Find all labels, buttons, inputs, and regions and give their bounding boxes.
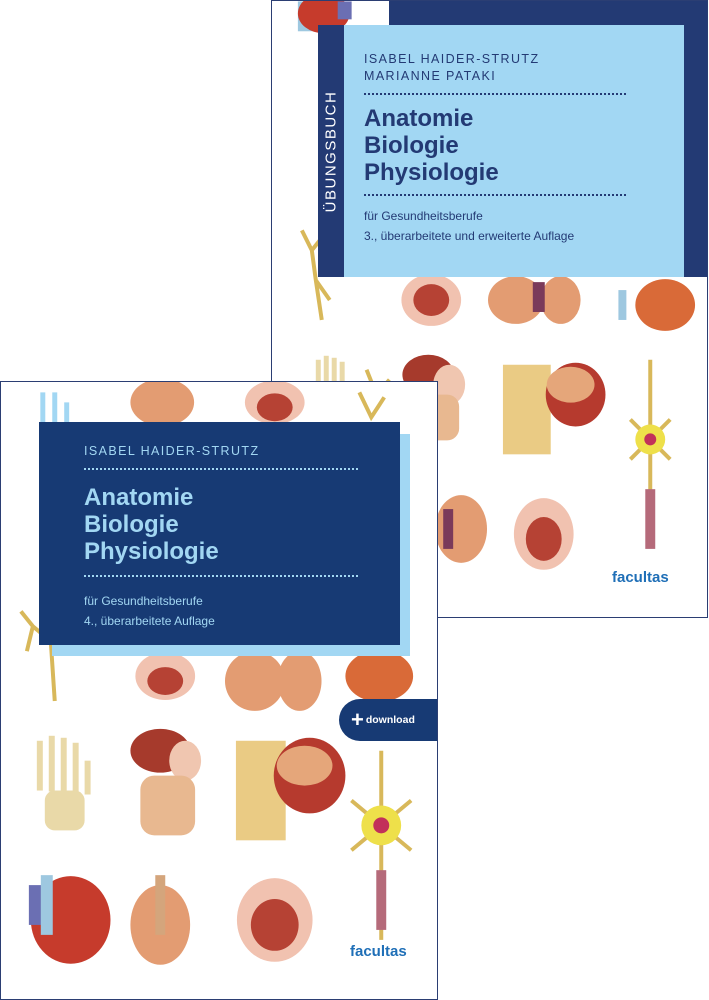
title-line-3: Physiologie [364, 159, 499, 186]
heart-right-illustration [618, 279, 696, 331]
title-panel: ISABEL HAIDER-STRUTZ MARIANNE PATAKI Ana… [344, 25, 684, 277]
edition: 3., überarbeitete und erweiterte Auflage [364, 229, 575, 243]
dotted-divider [84, 468, 358, 470]
title-line-2: Biologie [84, 511, 179, 538]
publisher-logo: facultas [612, 569, 669, 586]
head-section-illustration [502, 362, 606, 455]
title-line-1: Anatomie [84, 484, 194, 511]
dotted-divider-2 [364, 194, 626, 196]
lower-mouth-illustration [513, 498, 574, 570]
neuron-illustration [628, 359, 672, 549]
anatomy-illustrations [297, 1, 696, 570]
author-2: MARIANNE PATAKI [364, 69, 497, 83]
plus-icon: + [351, 707, 364, 732]
title-line-3: Physiologie [84, 538, 219, 565]
head-section-illustration [235, 737, 346, 841]
download-label: download [365, 714, 415, 726]
bottom-row-illustration [28, 875, 313, 965]
publisher-logo: facultas [350, 943, 407, 960]
neuron-illustration [350, 750, 413, 940]
textbook-cover: ISABEL HAIDER-STRUTZ Anatomie Biologie P… [0, 381, 438, 1000]
title-panel: ISABEL HAIDER-STRUTZ Anatomie Biologie P… [39, 422, 400, 645]
lower-lungs-illustration [435, 495, 488, 563]
top-row-illustration [130, 382, 386, 427]
spine-label: ÜBUNGSBUCH [318, 25, 344, 277]
author-1: ISABEL HAIDER-STRUTZ [364, 52, 540, 66]
title-line-1: Anatomie [364, 105, 474, 132]
subtitle: für Gesundheitsberufe [84, 594, 203, 608]
middle-row-illustration [135, 650, 414, 711]
spine-label-text: ÜBUNGSBUCH [322, 90, 340, 212]
dotted-divider [364, 93, 626, 95]
hand-bones-illustration [315, 355, 345, 384]
edition: 4., überarbeitete Auflage [84, 614, 215, 628]
author: ISABEL HAIDER-STRUTZ [84, 444, 260, 458]
download-badge: + download [339, 699, 437, 741]
cover-dark-band-right [681, 47, 707, 277]
anatomy-illustrations-front [19, 382, 414, 965]
mouth-illustration [401, 274, 462, 326]
hand-bones-illustration [36, 735, 91, 831]
subtitle: für Gesundheitsberufe [364, 209, 483, 223]
dotted-divider-2 [84, 575, 358, 577]
lungs-illustration [488, 276, 581, 324]
digestive-illustration [130, 728, 202, 836]
title-line-2: Biologie [364, 132, 459, 159]
spine-bar [318, 25, 344, 277]
